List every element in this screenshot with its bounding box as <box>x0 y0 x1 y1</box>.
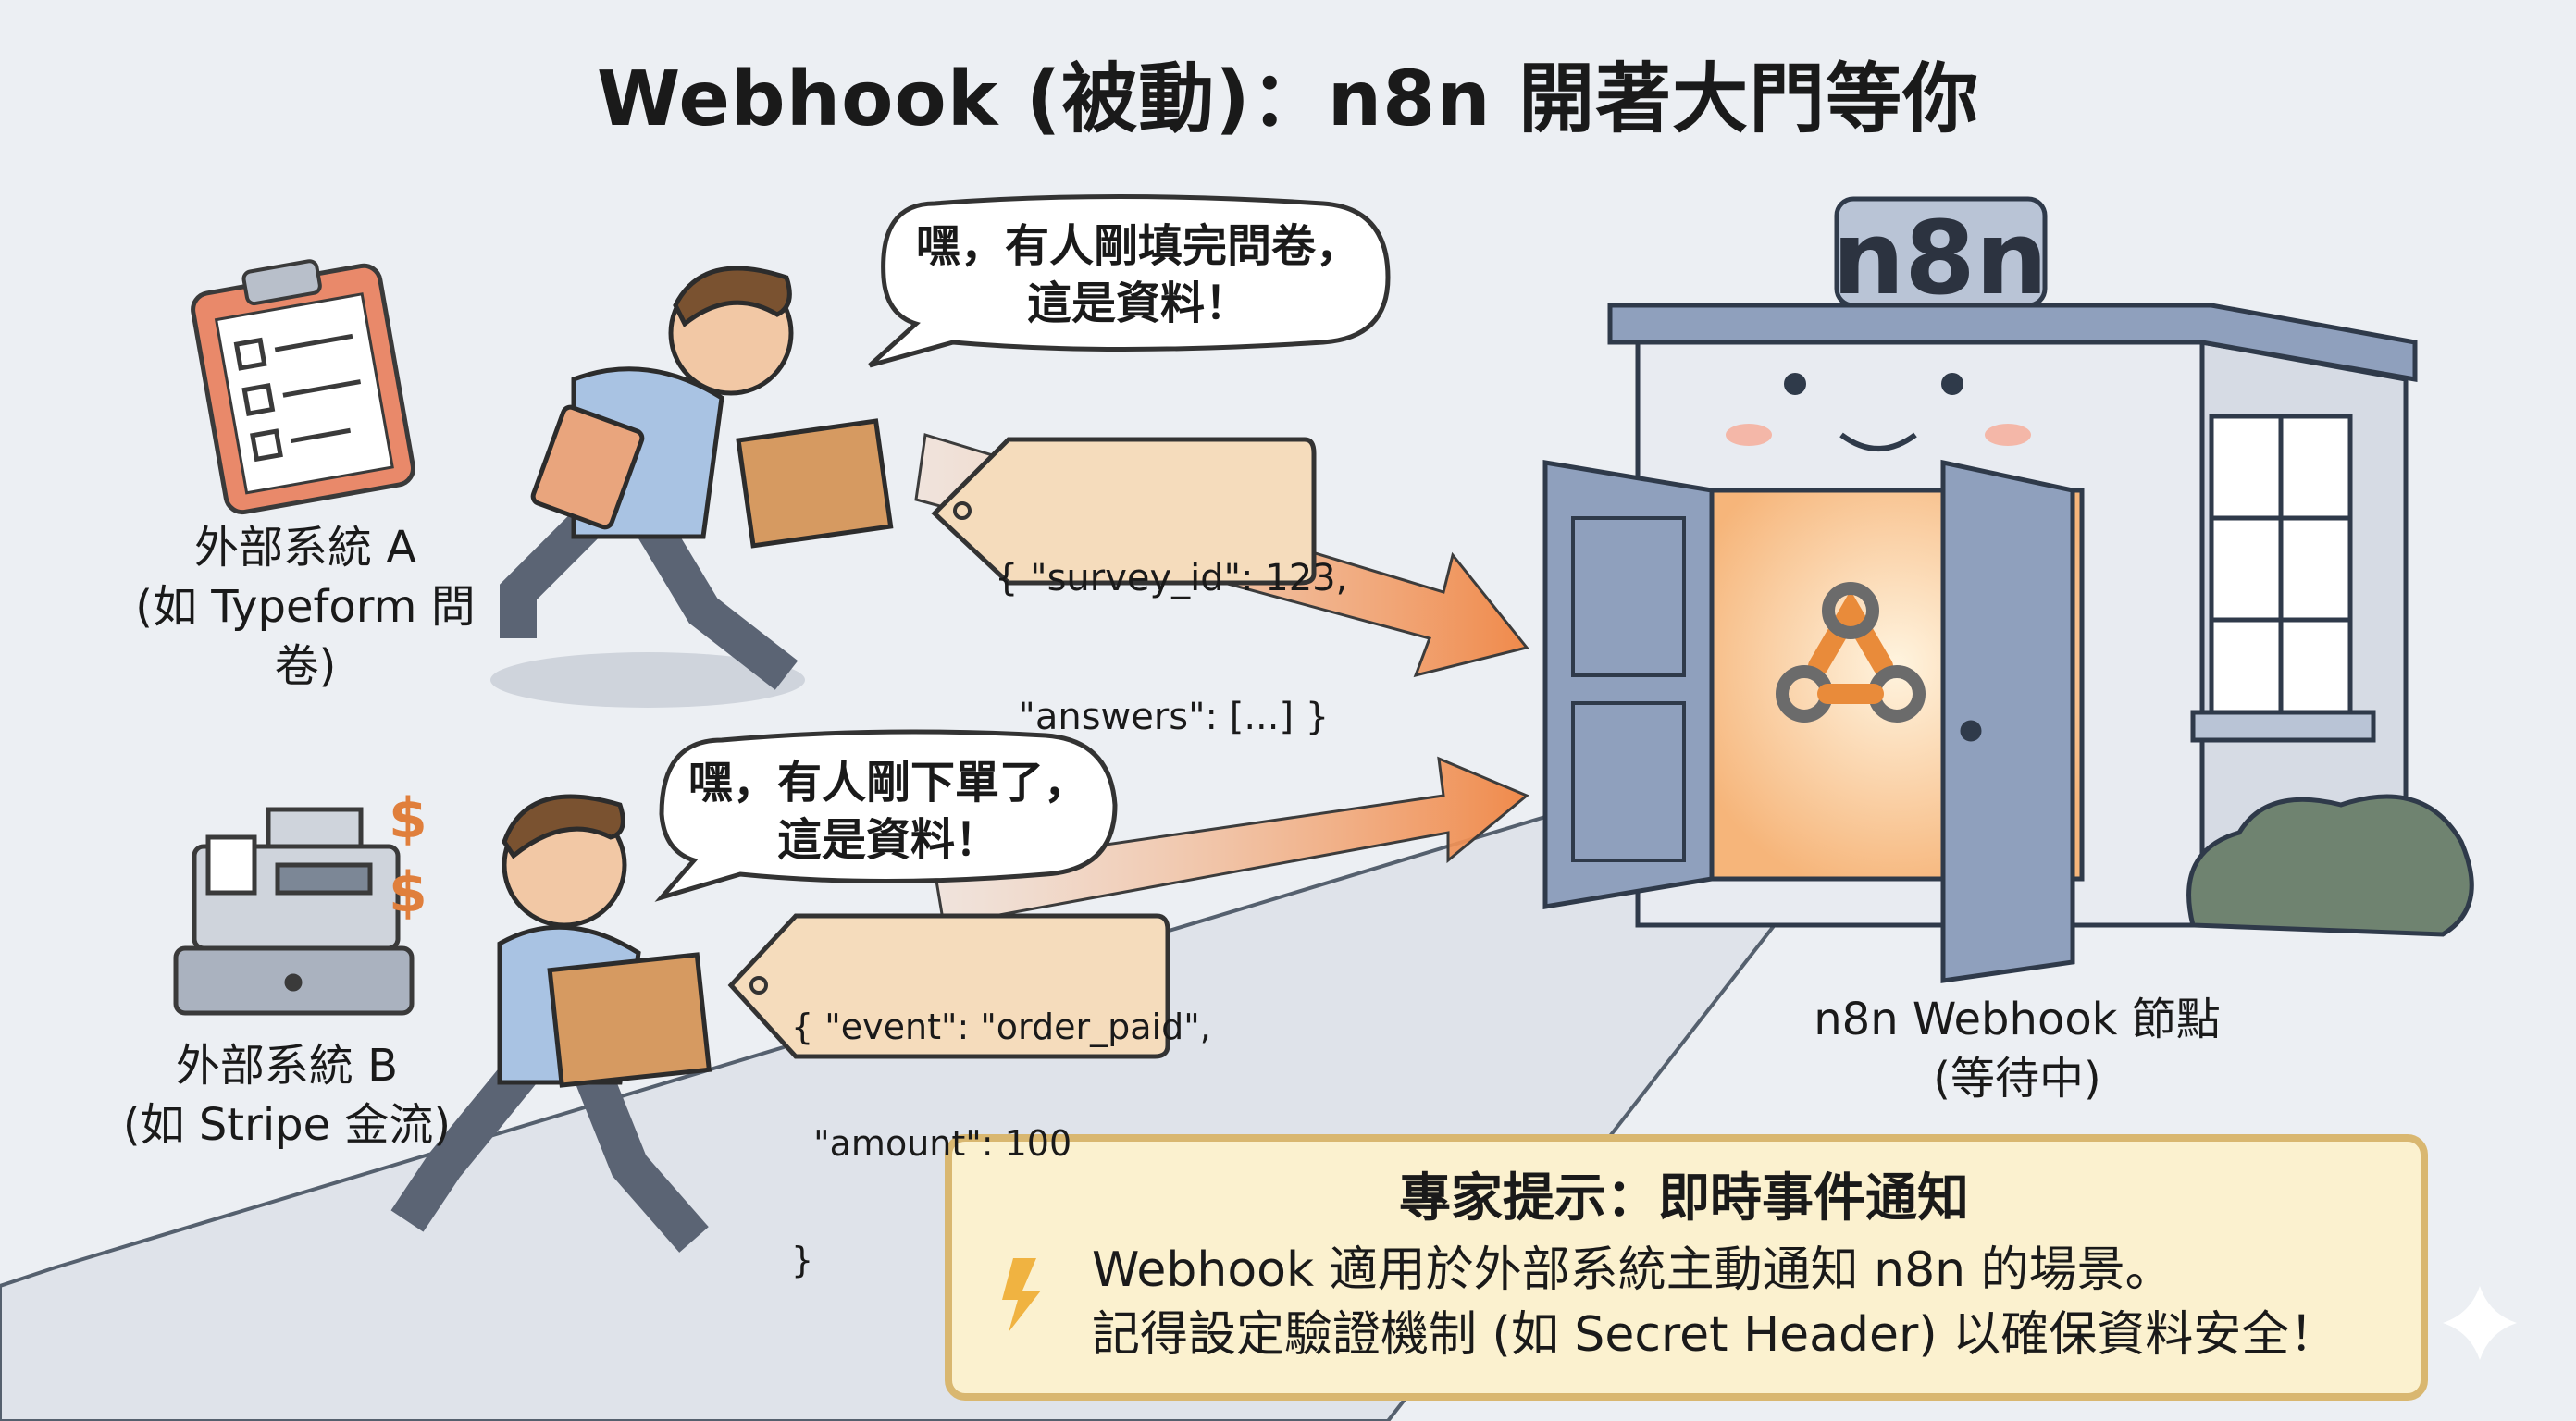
svg-text:$: $ <box>389 860 427 925</box>
system-a-name: 外部系統 A <box>193 522 417 574</box>
courier-person-a <box>500 266 894 690</box>
tag-a-line2: "answers": [...] } <box>995 696 1330 738</box>
n8n-sign: n8n <box>1832 199 2049 317</box>
system-a-example: (如 Typeform 問卷) <box>135 581 476 692</box>
speech-bubble-b <box>654 729 1118 902</box>
lightning-icon <box>1002 1258 1041 1332</box>
bubble-b-line1: 嘿，有人剛下單了， <box>687 757 1088 809</box>
speech-bubble-a <box>868 194 1391 368</box>
tip-line-2: 記得設定驗證機制 (如 Secret Header) 以確保資料安全！ <box>1092 1307 2338 1363</box>
sparkle-icon <box>2443 1286 2517 1360</box>
svg-text:$: $ <box>389 786 427 851</box>
tag-b-line2: "amount": 100 <box>791 1123 1072 1164</box>
tag-b-line3: } <box>791 1240 814 1280</box>
webhook-node-name: n8n Webhook 節點 <box>1814 994 2221 1045</box>
tip-line-1: Webhook 適用於外部系統主動通知 n8n 的場景。 <box>1092 1242 2174 1298</box>
data-tag-a-text: { "survey_id": 123, "answers": [...] } <box>995 463 1347 786</box>
bubble-a-line2: 這是資料！ <box>1026 278 1249 329</box>
bubble-b-line2: 這是資料！ <box>776 814 999 866</box>
page-title: Webhook (被動)：n8n 開著大門等你 <box>596 56 1980 143</box>
data-tag-b-text: { "event": "order_paid", "amount": 100 } <box>791 930 1211 1318</box>
data-tag-a <box>931 437 1317 586</box>
speech-bubble-b-text: 嘿，有人剛下單了， 這是資料！ <box>666 754 1110 869</box>
system-b-label: 外部系統 B (如 Stripe 金流) <box>93 1036 481 1155</box>
bubble-a-line1: 嘿，有人剛填完問卷， <box>915 220 1360 272</box>
system-b-example: (如 Stripe 金流) <box>122 1099 452 1151</box>
building-face <box>1726 373 2031 451</box>
tip-title: 專家提示：即時事件通知 <box>1399 1168 1969 1229</box>
webhook-icon <box>1776 582 1926 723</box>
courier-person-b <box>390 794 712 1253</box>
arrow-system-b <box>933 756 1530 927</box>
system-b-name: 外部系統 B <box>175 1040 399 1092</box>
n8n-building <box>1542 196 2474 983</box>
webhook-node-status: (等待中) <box>1933 1053 2101 1105</box>
data-tag-b <box>727 913 1170 1059</box>
runner-shadow <box>490 652 805 708</box>
cash-register-icon: $ $ <box>173 786 427 1016</box>
tip-box <box>945 1134 2428 1401</box>
webhook-node-label: n8n Webhook 節點 (等待中) <box>1758 990 2276 1108</box>
speech-bubble-a-text: 嘿，有人剛填完問卷， 這是資料！ <box>888 217 1388 332</box>
tag-b-line1: { "event": "order_paid", <box>791 1007 1211 1047</box>
system-a-label: 外部系統 A (如 Typeform 問卷) <box>111 518 500 696</box>
tag-a-line1: { "survey_id": 123, <box>995 557 1348 599</box>
clipboard-icon <box>191 259 415 515</box>
